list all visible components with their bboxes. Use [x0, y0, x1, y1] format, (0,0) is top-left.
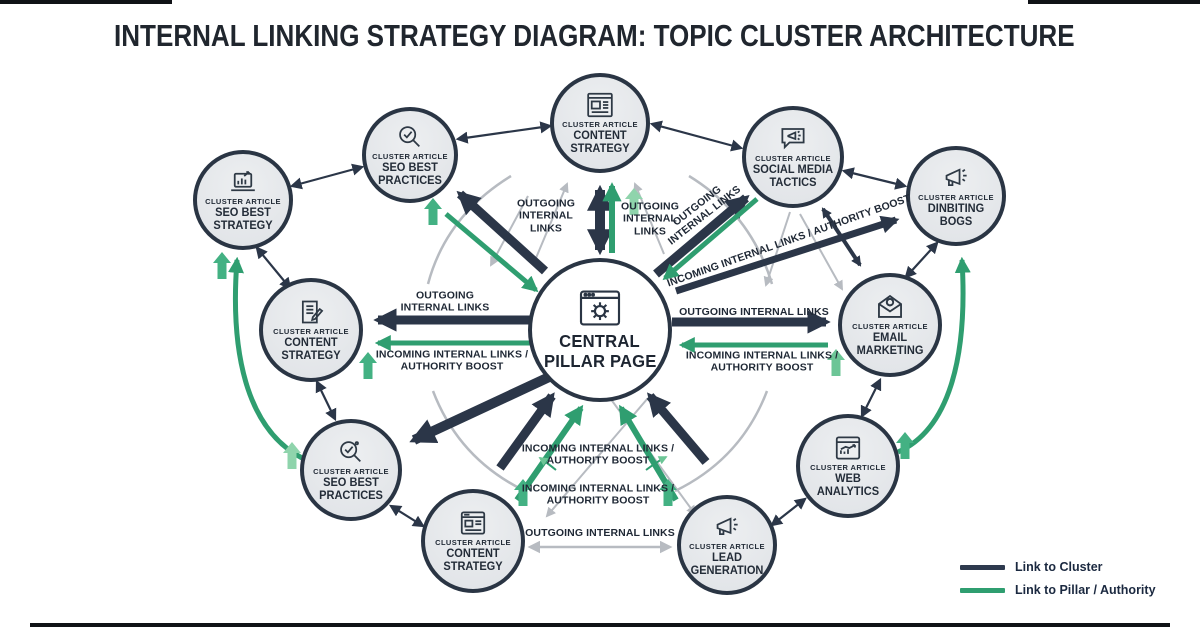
central-pillar-page-node: CENTRAL PILLAR PAGE	[528, 258, 672, 402]
legend-pillar-swatch	[960, 587, 1005, 593]
search-check-icon	[399, 126, 420, 147]
node-title: CONTENT STRATEGY	[281, 334, 341, 362]
node-kicker: CLUSTER ARTICLE	[273, 326, 349, 336]
node-title: WEB ANALYTICS	[816, 470, 880, 498]
megaphone-icon	[716, 517, 738, 535]
node-title: SEO BEST PRACTICES	[378, 159, 442, 187]
link-to-cluster-arrows	[373, 184, 900, 471]
center-title-line1: CENTRAL	[559, 330, 641, 351]
node-kicker: CLUSTER ARTICLE	[689, 541, 765, 551]
label-outgoing-top-left: OUTGOING INTERNAL LINKS	[517, 197, 575, 235]
node-title: SOCIAL MEDIA TACTICS	[752, 161, 834, 189]
node-title: SEO BEST PRACTICES	[319, 474, 383, 502]
node-kicker: CLUSTER ARTICLE	[372, 151, 448, 161]
node-kicker: CLUSTER ARTICLE	[313, 466, 389, 476]
node-title: CONTENT STRATEGY	[443, 545, 503, 573]
label-outgoing-top-right: OUTGOING INTERNAL LINKS	[621, 200, 679, 238]
node-dinbiting-bogs: CLUSTER ARTICLE DINBITING BOGS	[906, 146, 1006, 246]
search-check-icon	[340, 441, 361, 462]
node-title: SEO BEST STRATEGY	[213, 204, 273, 232]
legend-cluster-label: Link to Cluster	[1015, 560, 1103, 574]
node-email-marketing: CLUSTER ARTICLE EMAIL MARKETING	[838, 273, 942, 377]
legend-cluster-swatch	[960, 564, 1005, 570]
node-kicker: CLUSTER ARTICLE	[435, 537, 511, 547]
label-outgoing-left: OUTGOING INTERNAL LINKS	[400, 289, 490, 314]
top-border-left	[0, 0, 172, 4]
label-incoming-bottom-lower: INCOMING INTERNAL LINKS / AUTHORITY BOOS…	[521, 482, 675, 507]
node-title: CONTENT STRATEGY	[570, 127, 630, 155]
laptop-chart-icon	[231, 170, 255, 192]
node-kicker: CLUSTER ARTICLE	[918, 192, 994, 202]
node-title: LEAD GENERATION	[690, 549, 764, 577]
node-content-strategy-bottom: CLUSTER ARTICLE CONTENT STRATEGY	[421, 489, 525, 593]
label-outgoing-bottom: OUTGOING INTERNAL LINKS	[525, 526, 675, 539]
top-border-right	[1028, 0, 1200, 4]
browser-chart-icon	[835, 436, 861, 460]
center-title-line2: PILLAR PAGE	[543, 351, 657, 371]
browser-doc-icon	[460, 511, 486, 535]
page-title: INTERNAL LINKING STRATEGY DIAGRAM: TOPIC…	[114, 18, 1075, 53]
label-incoming-right: INCOMING INTERNAL LINKS / AUTHORITY BOOS…	[685, 349, 839, 374]
label-incoming-left: INCOMING INTERNAL LINKS / AUTHORITY BOOS…	[375, 348, 529, 373]
node-title: EMAIL MARKETING	[856, 330, 924, 357]
node-lead-generation: CLUSTER ARTICLE LEAD GENERATION	[677, 495, 777, 595]
pillar-hub-icon	[579, 290, 621, 326]
node-content-strategy-top: CLUSTER ARTICLE CONTENT STRATEGY	[550, 73, 650, 173]
note-pencil-icon	[301, 300, 324, 324]
node-web-analytics: CLUSTER ARTICLE WEB ANALYTICS	[796, 414, 900, 518]
node-kicker: CLUSTER ARTICLE	[810, 462, 886, 472]
node-content-strategy-left: CLUSTER ARTICLE CONTENT STRATEGY	[259, 278, 363, 382]
node-kicker: CLUSTER ARTICLE	[205, 196, 281, 206]
megaphone-bubble-icon	[781, 127, 805, 150]
legend-row-pillar: Link to Pillar / Authority	[960, 583, 1156, 597]
node-kicker: CLUSTER ARTICLE	[852, 322, 928, 332]
megaphone-icon	[945, 168, 967, 186]
node-seo-best-practices-lower: CLUSTER ARTICLE SEO BEST PRACTICES	[300, 419, 402, 521]
legend-row-cluster: Link to Cluster	[960, 560, 1156, 574]
email-at-icon	[878, 295, 902, 319]
label-outgoing-right: OUTGOING INTERNAL LINKS	[679, 305, 829, 318]
newspaper-icon	[587, 92, 613, 118]
node-social-media-tactics: CLUSTER ARTICLE SOCIAL MEDIA TACTICS	[742, 106, 844, 208]
label-incoming-bottom-upper: INCOMING INTERNAL LINKS / AUTHORITY BOOS…	[521, 442, 675, 467]
node-kicker: CLUSTER ARTICLE	[562, 119, 638, 129]
legend: Link to Cluster Link to Pillar / Authori…	[960, 560, 1156, 606]
node-title: DINBITING BOGS	[927, 200, 985, 228]
node-seo-best-strategy: CLUSTER ARTICLE SEO BEST STRATEGY	[193, 150, 293, 250]
legend-pillar-label: Link to Pillar / Authority	[1015, 583, 1156, 597]
node-seo-best-practices-upper: CLUSTER ARTICLE SEO BEST PRACTICES	[362, 107, 458, 203]
bottom-border	[30, 623, 1170, 627]
link-to-pillar-arrows	[228, 182, 971, 502]
node-kicker: CLUSTER ARTICLE	[755, 153, 831, 163]
